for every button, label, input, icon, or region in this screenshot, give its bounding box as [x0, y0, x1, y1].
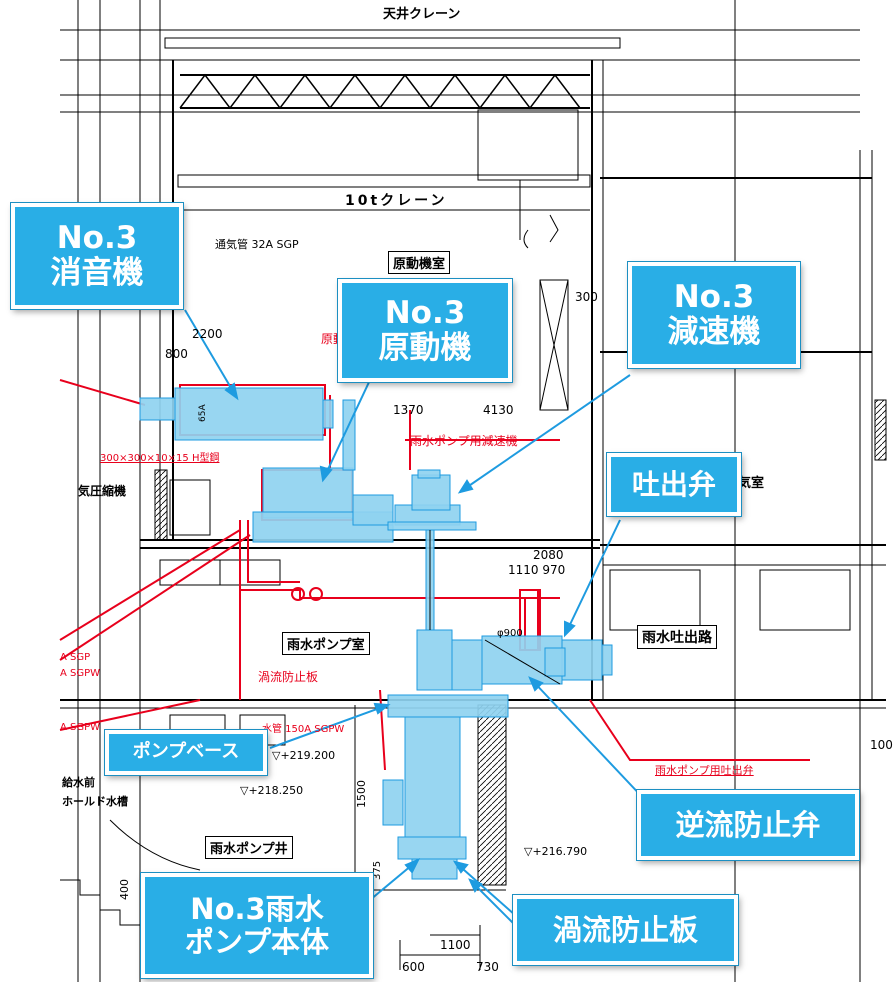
vortex-plate-callout: 渦流防止板 [513, 895, 738, 965]
dim-1500-label: 1500 [355, 780, 368, 808]
vent-pipe-label: 通気管 32A SGP [215, 238, 299, 251]
vortex-plate-callout-label: 渦流防止板 [552, 912, 698, 947]
level-218-label: ▽+218.250 [240, 784, 304, 797]
room-suffix-label: 気室 [738, 476, 765, 491]
sgpw-b-label: A SGPW [60, 722, 101, 733]
discharge-valve-red-label: 雨水ポンプ用吐出弁 [655, 764, 754, 777]
check-valve-callout: 逆流防止弁 [637, 790, 859, 860]
level-219-label: ▽+219.200 [272, 749, 336, 762]
air-compressor-label: 気圧縮機 [78, 484, 127, 498]
dim-4130-label: 4130 [483, 403, 514, 417]
pump-body-callout: No.3雨水 ポンプ本体 [141, 873, 373, 978]
silencer-callout-line1: No.3 [56, 220, 138, 257]
pump-well-label: 雨水ポンプ井 [205, 836, 293, 859]
reducer-callout-line2: 減速機 [667, 314, 761, 350]
pump-base-callout: ポンプベース [105, 730, 267, 775]
dim-2080-label: 2080 [533, 548, 564, 562]
sgp-a-label: A SGP [60, 652, 91, 663]
dim-375-label: 375 [372, 860, 383, 880]
vortex-red-label: 渦流防止板 [258, 670, 319, 684]
pump-base-callout-label: ポンプベース [132, 741, 240, 763]
level-216-label: ▽+216.790 [524, 845, 588, 858]
dim-800-label: 800 [165, 347, 188, 361]
dim-2200-label: 2200 [192, 327, 223, 341]
reducer-callout-line1: No.3 [673, 279, 755, 316]
dim-730-label: 730 [476, 960, 499, 974]
prime-mover-callout-line2: 原動機 [378, 329, 472, 366]
dim-1100-label: 1100 [440, 938, 471, 952]
drain-pipe-label: 水管 150A SGPW [262, 724, 345, 735]
dim-400-label: 400 [118, 879, 131, 900]
equipment-shapes [139, 387, 613, 880]
dim-300-label: 300 [575, 290, 598, 304]
dim-1110-970-label: 1110 970 [508, 563, 566, 577]
sgpw-a-label: A SGPW [60, 668, 101, 679]
dim-100-label: 100 [870, 738, 893, 752]
reducer-red-label: 雨水ポンプ用減速機 [410, 434, 518, 448]
leader-lines [184, 309, 646, 926]
ceiling-crane-label: 天井クレーン [383, 7, 461, 22]
dim-1370-label: 1370 [393, 403, 424, 417]
silencer-callout-line2: 消音機 [50, 255, 144, 291]
crane-10t-label: 10tクレーン [345, 193, 448, 209]
engine-room-label: 原動機室 [388, 251, 451, 274]
outlet-channel-label: 雨水吐出路 [637, 625, 717, 649]
phi-900-label: φ900 [497, 628, 523, 639]
pump-body-callout-line2: ポンプ本体 [184, 924, 330, 959]
check-valve-callout-label: 逆流防止弁 [675, 807, 821, 842]
prime-mover-callout: No.3 原動機 [338, 279, 512, 382]
silencer-callout: No.3 消音機 [11, 203, 183, 309]
reducer-callout: No.3 減速機 [628, 262, 800, 368]
hold-water-label: ホールド水槽 [62, 795, 128, 808]
pump-body-callout-line1: No.3雨水 [190, 892, 324, 927]
pump-room-label: 雨水ポンプ室 [282, 632, 370, 655]
discharge-valve-callout-label: 吐出弁 [631, 467, 716, 501]
water-supply-label: 給水前 [62, 776, 95, 789]
h-beam-label: 300×300×10×15 H型鋼 [100, 453, 220, 464]
dim-65a-label: 65A [198, 404, 208, 422]
prime-mover-callout-line1: No.3 [384, 294, 466, 331]
discharge-valve-callout: 吐出弁 [607, 453, 741, 516]
dim-600-label: 600 [402, 960, 425, 974]
